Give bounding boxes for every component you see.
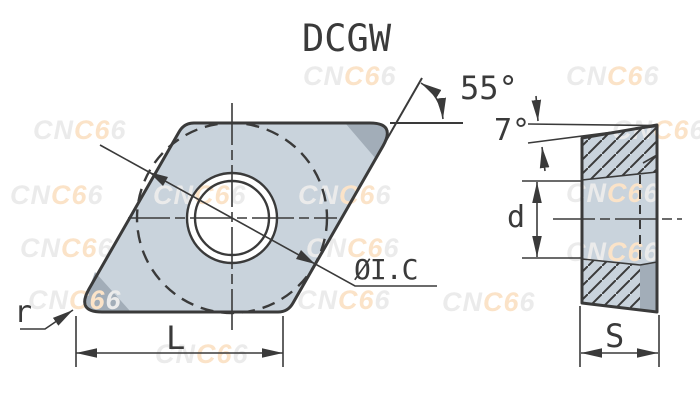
countersink-edge-line bbox=[642, 154, 658, 164]
watermark-text: CNC66 bbox=[566, 61, 660, 91]
section-hatch-bottom bbox=[582, 259, 640, 310]
inscribed-circle-arrow-upper bbox=[149, 172, 168, 186]
angle-7-arrow-upper bbox=[531, 95, 542, 122]
inscribed-circle-leader-line bbox=[99, 144, 437, 287]
watermark-text: CNC66 bbox=[566, 178, 660, 208]
side-edge-extension-line bbox=[382, 77, 423, 147]
angle-55-arc bbox=[420, 82, 447, 120]
thickness-label: S bbox=[605, 317, 625, 355]
corner-shade-bottom-left bbox=[84, 272, 130, 312]
page-title: DCGW bbox=[302, 17, 392, 60]
side-view-shade-patch bbox=[640, 262, 657, 312]
watermark-text: CNC66 bbox=[306, 233, 400, 263]
line-layer bbox=[20, 77, 682, 367]
front-view-outline bbox=[83, 121, 389, 314]
angle-7-arrow-lower bbox=[539, 146, 550, 172]
nose-angle-label: 55° bbox=[460, 69, 518, 107]
corner-radius-leader bbox=[20, 309, 74, 330]
corner-radius-label: r bbox=[14, 295, 33, 330]
length-label: L bbox=[166, 319, 186, 357]
hole-diameter-label: d bbox=[507, 200, 526, 235]
inscribed-circle-label: ØI.C bbox=[354, 253, 418, 286]
watermark-text: CNC66 bbox=[303, 61, 397, 91]
clearance-angle-label: 7° bbox=[494, 113, 531, 148]
watermark-text: CNC66 bbox=[442, 287, 536, 317]
watermark-text: CNC66 bbox=[20, 233, 114, 263]
watermark-text: CNC66 bbox=[298, 180, 392, 210]
corner-shade-top-right bbox=[346, 123, 388, 159]
hole-edge-top-line bbox=[581, 171, 658, 181]
watermark-text: CNC66 bbox=[10, 180, 104, 210]
shade-patch-top-line bbox=[639, 261, 658, 266]
angle-7-face-line bbox=[527, 125, 657, 144]
section-hatch-top bbox=[582, 125, 657, 180]
angle-7-reference-line bbox=[527, 123, 657, 127]
hole-edge-bottom-line bbox=[581, 258, 641, 266]
watermark-text: CNC66 bbox=[297, 285, 391, 315]
watermark-text: CNC66 bbox=[33, 115, 127, 145]
watermark-text: CNC66 bbox=[28, 285, 122, 315]
inscribed-circle-arrow-lower bbox=[296, 250, 315, 264]
